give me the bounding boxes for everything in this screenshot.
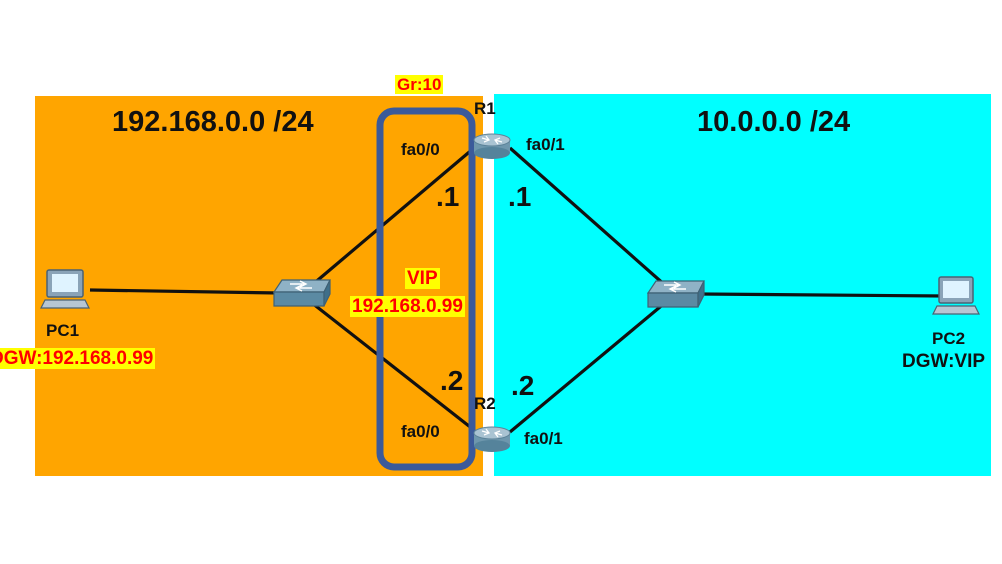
link-switch1-r2 — [311, 301, 475, 432]
link-pc1-switch1 — [89, 288, 281, 295]
link-switch1-r1 — [310, 146, 476, 287]
pc2-name: PC2 — [932, 329, 966, 348]
hsrp-group-label: Gr:10 — [395, 75, 444, 94]
pc1-gateway: DGW:192.168.0.99 — [0, 348, 156, 369]
right-subnet-title: 10.0.0.0 /24 — [697, 106, 851, 138]
vip-address: 192.168.0.99 — [350, 296, 465, 317]
links — [89, 146, 946, 434]
router-r1-left-port: fa0/0 — [401, 140, 440, 159]
router-r2-name: R2 — [474, 394, 496, 413]
hsrp-group-box — [376, 107, 476, 471]
link-r1-switch2 — [508, 146, 668, 288]
router-r1-left-octet: .1 — [436, 181, 460, 212]
pc2-gateway: DGW:VIP — [902, 351, 986, 372]
router-r2-right-octet: .2 — [511, 370, 535, 401]
router-icon — [473, 426, 511, 452]
vip-label: VIP — [405, 268, 440, 289]
router-r1-name: R1 — [474, 99, 496, 118]
link-r2-switch2 — [508, 300, 668, 434]
router-r1-right-octet: .1 — [508, 181, 532, 212]
router-r2-left-octet: .2 — [440, 365, 464, 396]
pc-icon — [40, 269, 90, 309]
router-r2-right-port: fa0/1 — [524, 429, 563, 448]
switch-icon — [272, 279, 331, 307]
router-r2-left-port: fa0/0 — [401, 422, 440, 441]
router-icon — [473, 133, 511, 159]
right-subnet-area — [494, 94, 991, 476]
link-switch2-pc2 — [699, 292, 946, 298]
pc-icon — [932, 276, 980, 315]
switch-icon — [646, 280, 705, 308]
left-subnet-title: 192.168.0.0 /24 — [112, 106, 314, 138]
router-r1-right-port: fa0/1 — [526, 135, 565, 154]
pc1-name: PC1 — [46, 321, 80, 340]
